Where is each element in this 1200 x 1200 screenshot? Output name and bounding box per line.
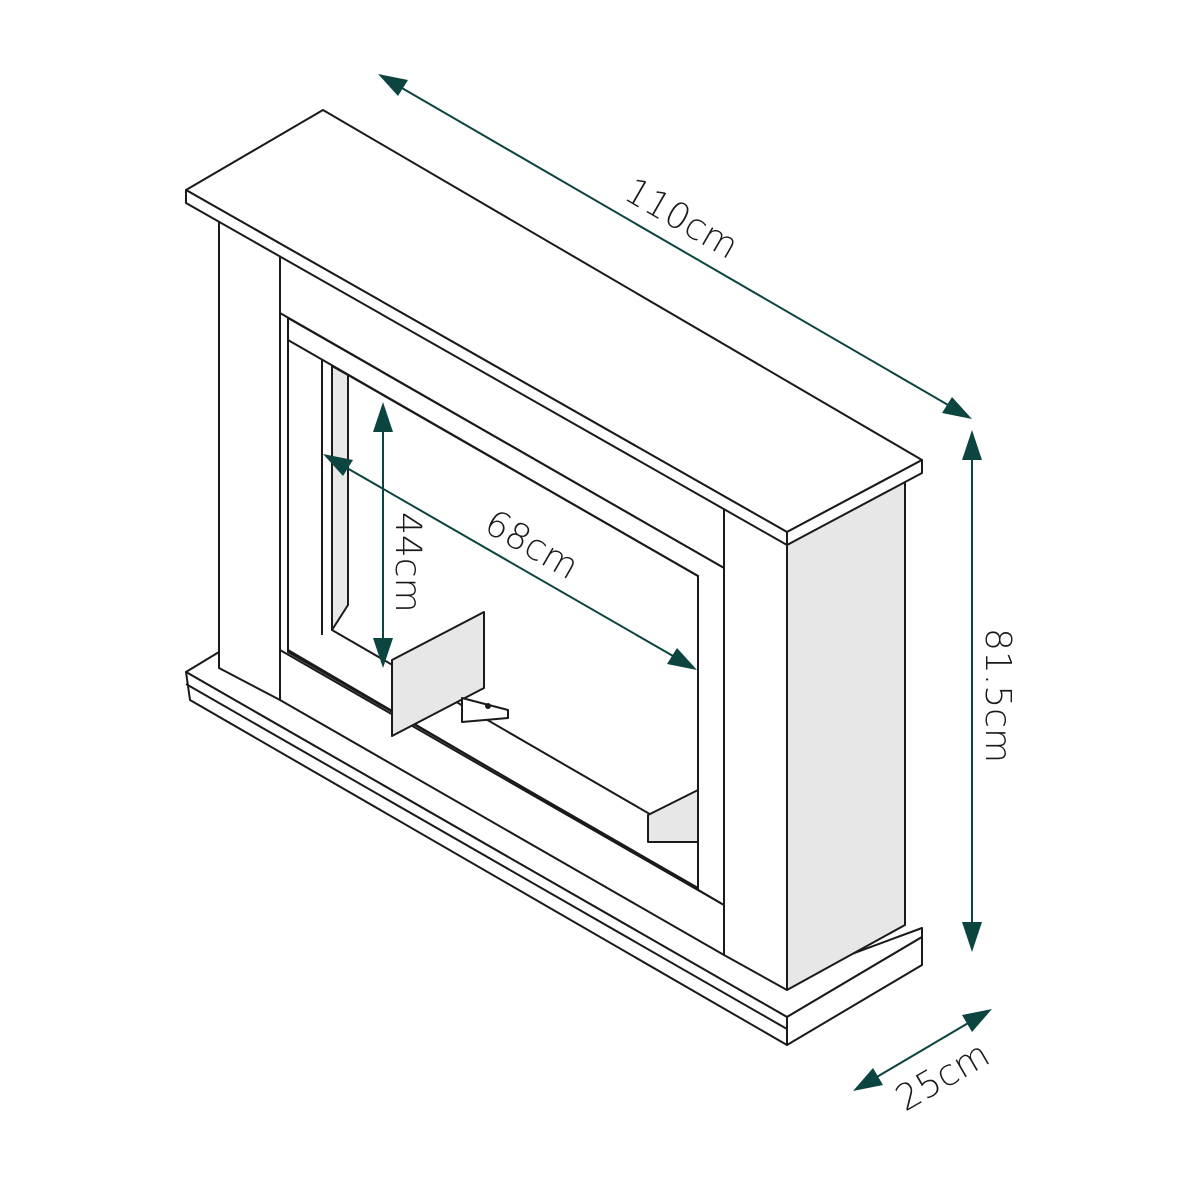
depth-dimension-arrow [853, 1009, 992, 1091]
opening-width-arrow [323, 454, 697, 670]
width-label: 110cm [618, 170, 746, 267]
height-label: 81.5cm [977, 628, 1018, 763]
opening-height-arrow [373, 402, 393, 668]
side-panel [786, 477, 906, 991]
left-pillar [218, 202, 281, 701]
top-slab-side [786, 459, 923, 546]
width-dimension-arrow [378, 74, 972, 419]
depth-label: 25cm [889, 1034, 997, 1120]
height-dimension-arrow [962, 430, 982, 952]
burner-bracket [391, 611, 485, 737]
opening-height-label: 44cm [387, 512, 428, 613]
fireplace-drawing [185, 109, 923, 1046]
right-pillar [723, 494, 788, 991]
base-side [786, 936, 923, 1046]
